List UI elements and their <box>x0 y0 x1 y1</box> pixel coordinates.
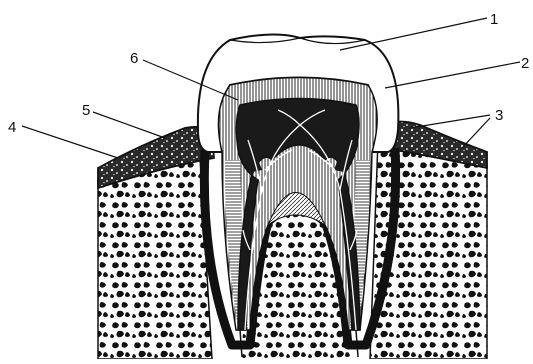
callout-5: 5 <box>82 102 90 119</box>
callout-6: 6 <box>130 50 138 67</box>
leader-1 <box>340 18 487 50</box>
leader-3b <box>462 118 490 148</box>
callout-4: 4 <box>8 119 16 136</box>
leader-3a <box>410 115 490 128</box>
callout-1: 1 <box>490 11 498 28</box>
leader-4 <box>22 126 118 158</box>
callout-3: 3 <box>495 107 503 124</box>
leader-2 <box>385 62 520 88</box>
leader-5 <box>93 112 165 138</box>
callout-2: 2 <box>521 55 529 72</box>
